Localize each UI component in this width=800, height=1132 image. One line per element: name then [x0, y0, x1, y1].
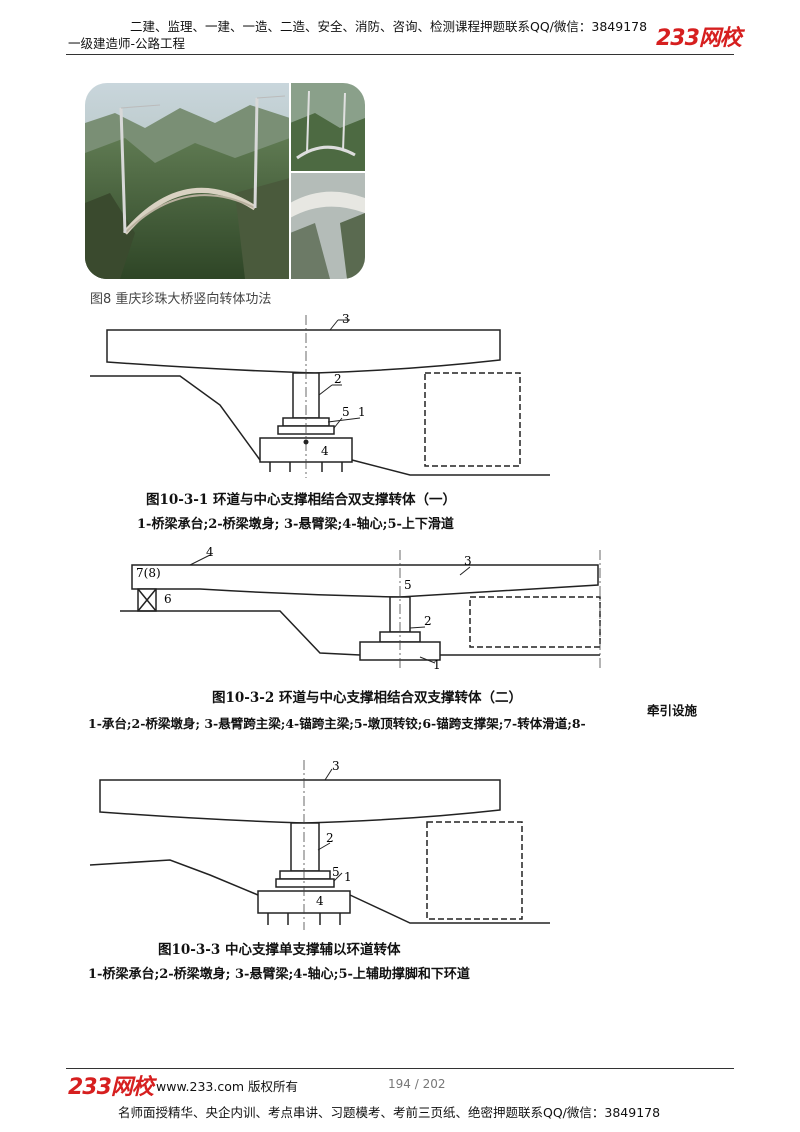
figure-10-3-1-legend: 1-桥梁承台;2-桥梁墩身; 3-悬臂梁;4-轴心;5-上下滑道: [137, 517, 454, 532]
figure-10-3-3-legend: 1-桥梁承台;2-桥梁墩身; 3-悬臂梁;4-轴心;5-上辅助撑脚和下环道: [88, 967, 470, 982]
figure-10-3-2-title: 图10-3-2 环道与中心支撑相结合双支撑转体（二）: [212, 690, 522, 706]
fig3-label-3: 3: [332, 759, 340, 773]
fig1-label-4: 4: [321, 444, 329, 458]
header-subject: 一级建造师-公路工程: [68, 36, 186, 51]
fig2-label-6: 6: [164, 592, 172, 606]
figure-10-3-2-legend-tail: 牵引设施: [647, 703, 698, 718]
fig2-label-2: 2: [424, 614, 432, 628]
fig1-label-5: 5: [342, 405, 350, 419]
fig1-label-3: 3: [342, 312, 350, 326]
fig3-label-1: 1: [344, 870, 352, 884]
fig1-label-2: 2: [334, 372, 342, 386]
fig2-label-5: 5: [404, 578, 412, 592]
header-courses-line: 二建、监理、一建、一造、二造、安全、消防、咨询、检测课程押题联系QQ/微信：38…: [130, 19, 648, 34]
footer-divider: [66, 1068, 734, 1069]
header-logo: 233网校: [656, 26, 742, 51]
figure-10-3-2-diagram: 4 3 7(8) 5 6 2 1: [120, 545, 601, 672]
bridge-photo: [85, 83, 365, 279]
figure-10-3-2-legend: 1-承台;2-桥梁墩身; 3-悬臂跨主梁;4-锚跨主梁;5-墩顶转铰;6-锚跨支…: [88, 716, 586, 731]
fig2-label-1: 1: [433, 658, 441, 672]
fig3-label-2: 2: [326, 831, 334, 845]
footer-services: 名师面授精华、央企内训、考点串讲、习题模考、考前三页纸、绝密押题联系QQ/微信：…: [118, 1105, 661, 1120]
figure-10-3-1-diagram: 3 2 5 1 4: [90, 312, 550, 478]
figure-10-3-3-diagram: 3 2 5 1 4: [89, 759, 550, 930]
fig1-label-1: 1: [358, 405, 366, 419]
photo-caption: 图8 重庆珍珠大桥竖向转体功法: [90, 292, 272, 307]
fig3-label-5: 5: [332, 865, 340, 879]
page-number: 194 / 202: [388, 1077, 446, 1091]
fig2-label-3: 3: [464, 554, 472, 568]
footer-logo: 233网校: [68, 1075, 154, 1100]
figure-10-3-3-title: 图10-3-3 中心支撑单支撑辅以环道转体: [158, 942, 401, 958]
header-divider: [66, 54, 734, 55]
fig3-label-4: 4: [316, 894, 324, 908]
figure-10-3-1-title: 图10-3-1 环道与中心支撑相结合双支撑转体（一）: [146, 492, 456, 508]
fig2-label-7-8: 7(8): [136, 566, 161, 580]
footer-copyright: www.233.com 版权所有: [156, 1079, 298, 1094]
fig2-label-4: 4: [206, 545, 214, 559]
